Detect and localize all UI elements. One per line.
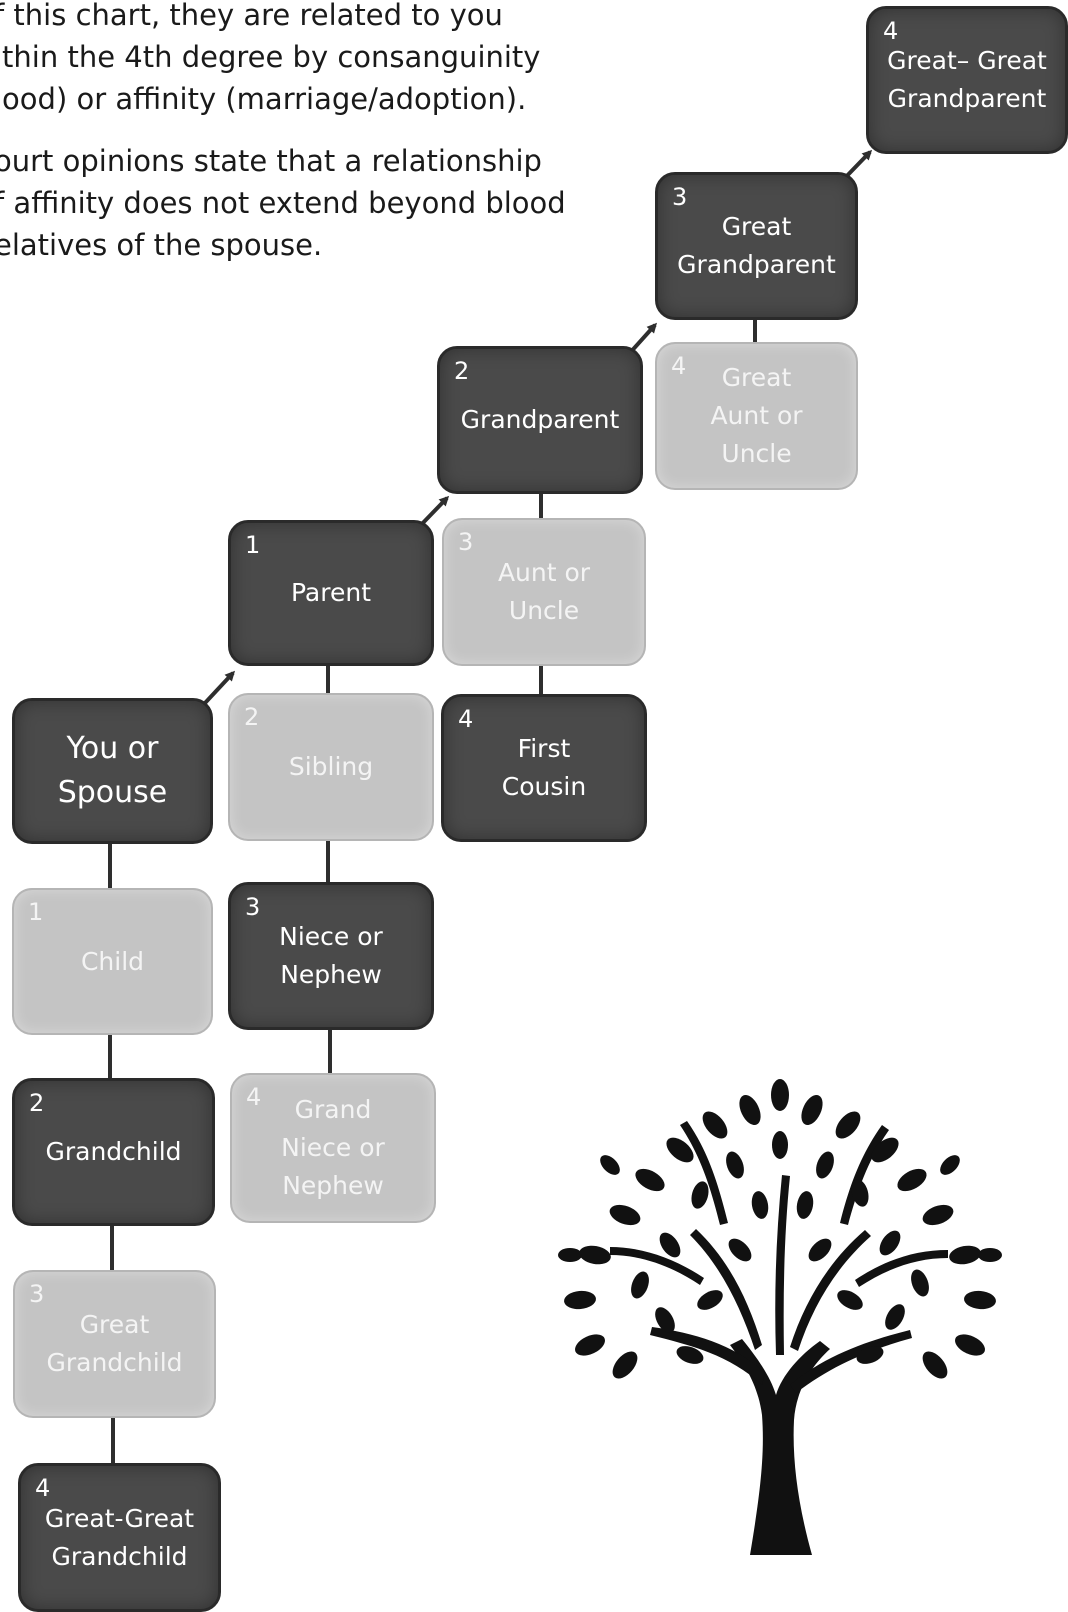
box-first-cousin: 4 First Cousin — [441, 694, 647, 842]
box-child: 1 Child — [12, 888, 213, 1035]
degree-number: 3 — [29, 1280, 45, 1308]
box-great-aunt-or-uncle: 4 Great Aunt or Uncle — [655, 342, 858, 490]
intro-paragraph-2: ourt opinions state that a relationship … — [0, 140, 614, 266]
degree-number: 3 — [672, 183, 688, 211]
intro-paragraph-1: f this chart, they are related to you it… — [0, 0, 614, 120]
degree-number: 4 — [458, 705, 474, 733]
box-label: Grandchild — [45, 1137, 182, 1166]
intro-line: f this chart, they are related to you — [0, 0, 503, 32]
intro-line: ourt opinions state that a relationship — [0, 144, 542, 178]
degree-number: 1 — [28, 898, 44, 926]
box-aunt-or-uncle: 3 Aunt or Uncle — [442, 518, 646, 666]
box-grandparent: 2 Grandparent — [437, 346, 643, 494]
box-great-great-grandparent: 4 Great– Great Grandparent — [866, 6, 1068, 154]
degree-number: 4 — [35, 1474, 51, 1502]
intro-line: lood) or affinity (marriage/adoption). — [0, 82, 527, 116]
box-label: Aunt or Uncle — [497, 558, 591, 625]
intro-text: f this chart, they are related to you it… — [0, 0, 614, 284]
box-grand-niece-or-nephew: 4 Grand Niece or Nephew — [230, 1073, 436, 1223]
tree-silhouette-icon — [558, 1079, 1002, 1555]
box-label: Great Aunt or Uncle — [710, 363, 803, 468]
box-label: Grandparent — [460, 405, 620, 434]
box-label: Great– Great Grandparent — [887, 46, 1047, 113]
box-label: Grand Niece or Nephew — [281, 1095, 385, 1200]
intro-line: f affinity does not extend beyond blood — [0, 186, 566, 220]
box-great-great-grandchild: 4 Great-Great Grandchild — [18, 1463, 221, 1612]
box-label: First Cousin — [501, 734, 587, 801]
degree-number: 2 — [29, 1089, 45, 1117]
degree-number: 4 — [883, 17, 899, 45]
degree-number: 2 — [454, 357, 470, 385]
box-label: Sibling — [288, 752, 374, 781]
box-label: Niece or Nephew — [279, 922, 383, 989]
box-great-grandchild: 3 Great Grandchild — [13, 1270, 216, 1418]
box-sibling: 2 Sibling — [228, 693, 434, 841]
box-label: Parent — [290, 578, 372, 607]
intro-line: elatives of the spouse. — [0, 228, 323, 262]
box-label: Great Grandchild — [46, 1310, 183, 1377]
box-you-or-spouse: You or Spouse — [12, 698, 213, 844]
degree-number: 2 — [244, 703, 260, 731]
box-label: Child — [80, 946, 145, 976]
box-great-grandparent: 3 Great Grandparent — [655, 172, 858, 320]
box-parent: 1 Parent — [228, 520, 434, 666]
box-label: Great Grandparent — [677, 212, 836, 279]
arrow — [203, 670, 236, 705]
box-label: You or Spouse — [57, 731, 168, 810]
box-label: Great-Great Grandchild — [44, 1503, 195, 1571]
intro-line: ithin the 4th degree by consanguinity — [0, 40, 541, 74]
degree-number: 4 — [671, 352, 687, 380]
box-niece-or-nephew: 3 Niece or Nephew — [228, 882, 434, 1030]
degree-number: 4 — [246, 1083, 262, 1111]
degree-number: 3 — [245, 893, 261, 921]
box-grandchild: 2 Grandchild — [12, 1078, 215, 1226]
degree-number: 3 — [458, 528, 474, 556]
degree-number: 1 — [245, 531, 261, 559]
